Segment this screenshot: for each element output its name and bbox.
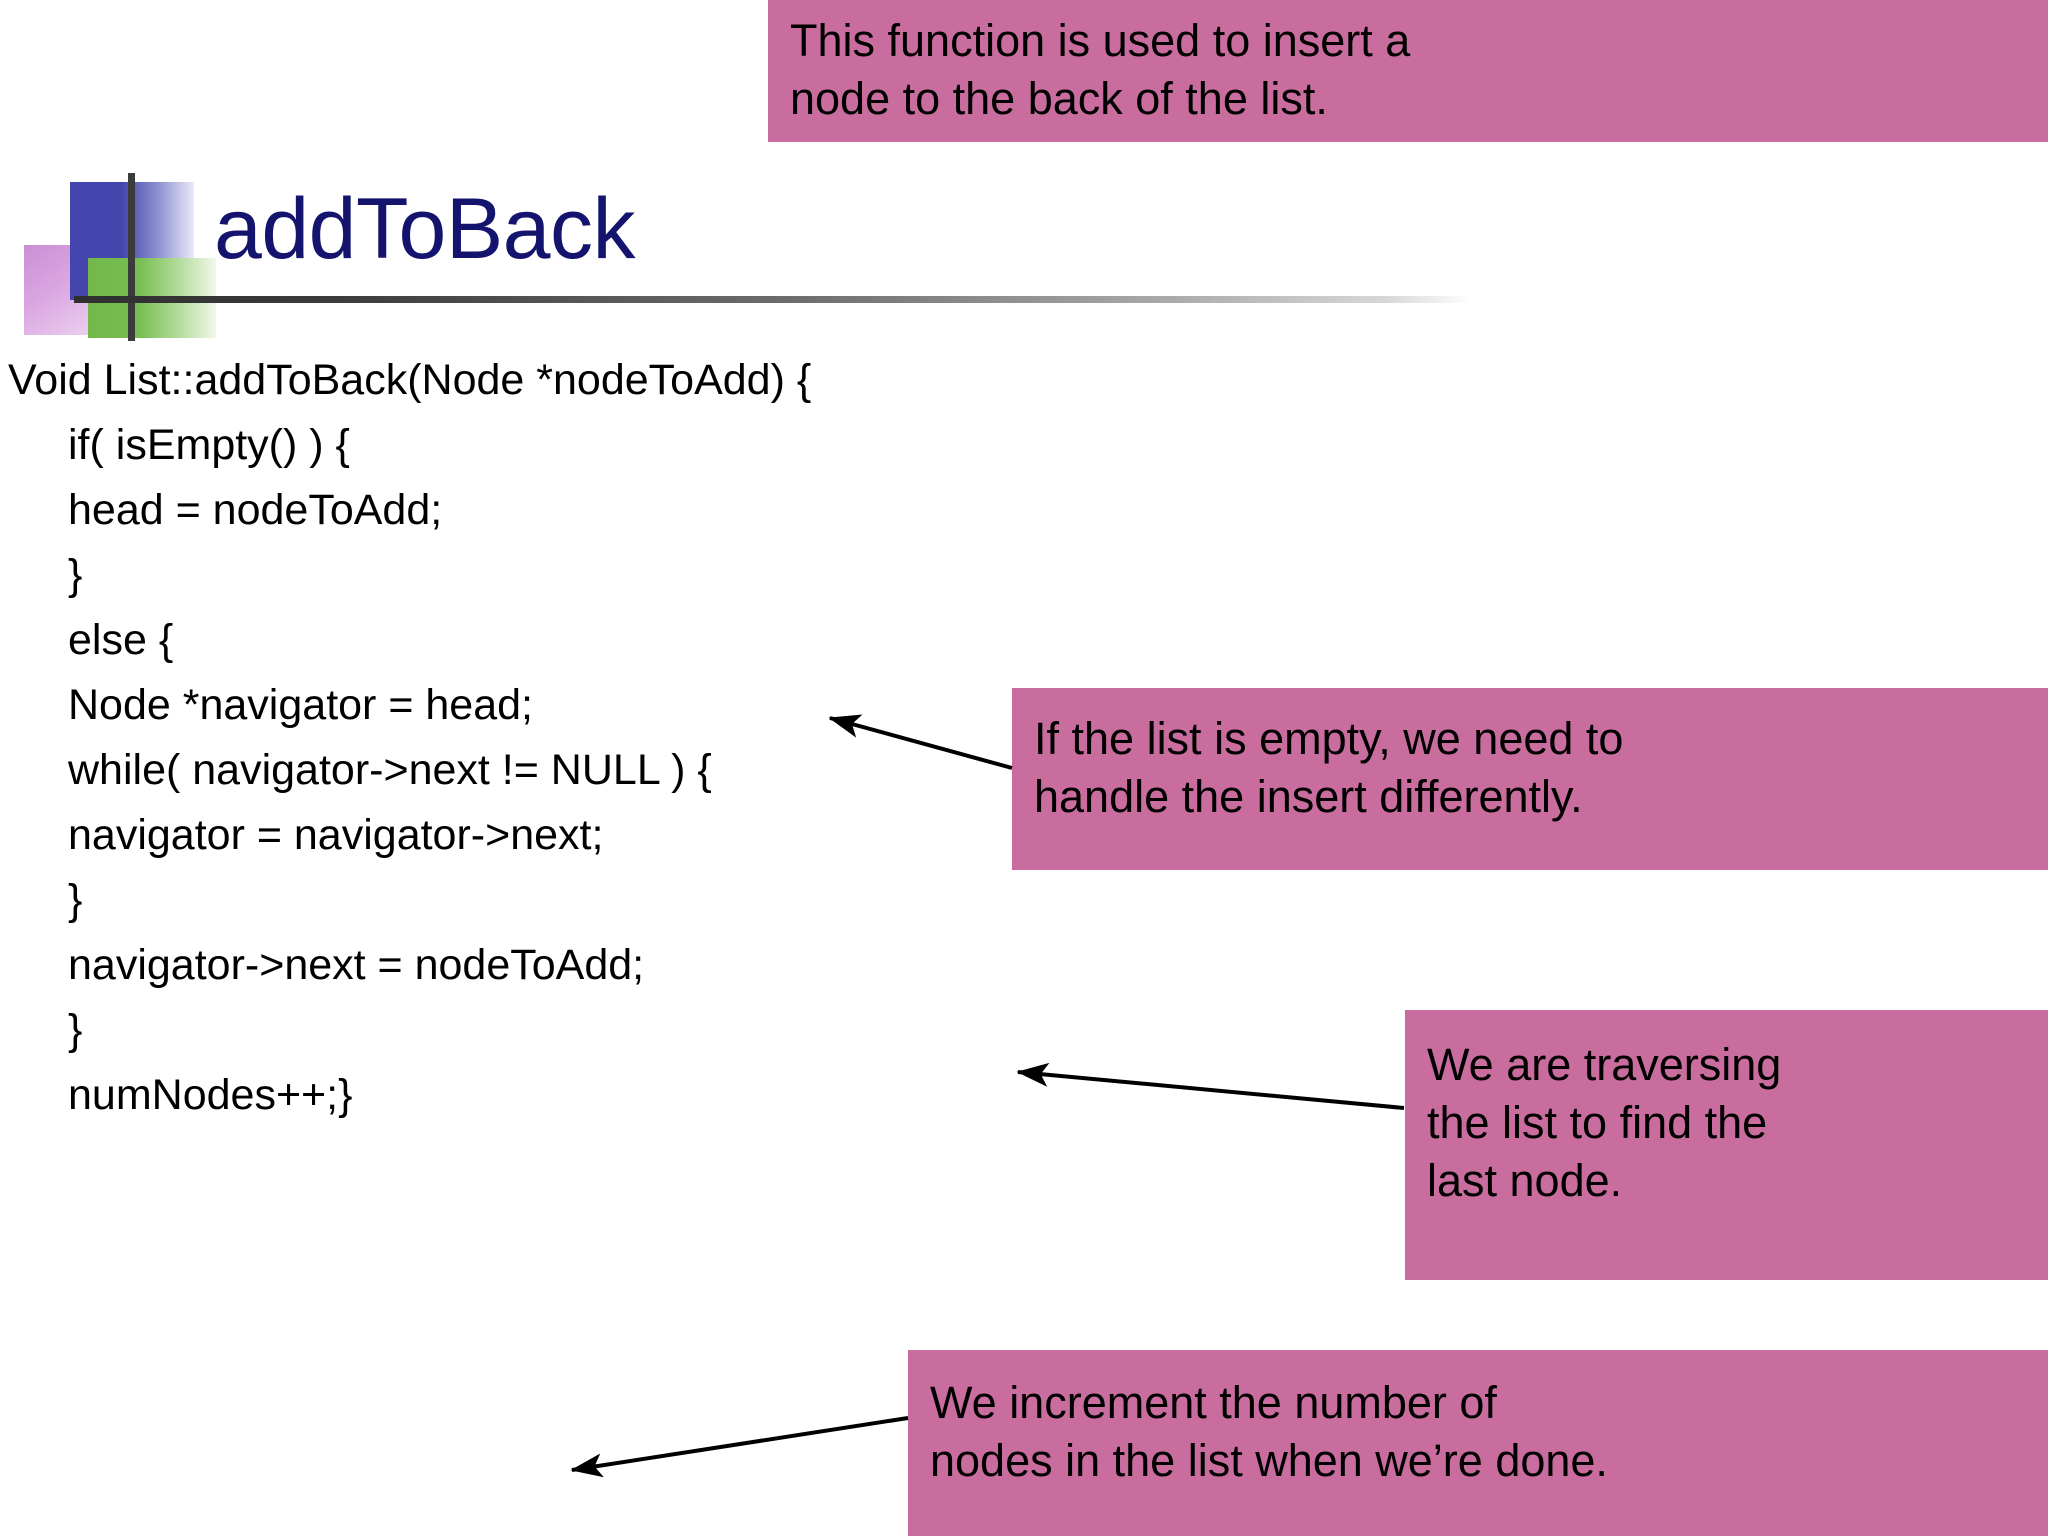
code-line: numNodes++;} (68, 1071, 353, 1119)
callout-line: This function is used to insert a (790, 15, 1411, 66)
callout-line: the list to find the (1427, 1097, 1768, 1148)
page-title: addToBack (214, 181, 636, 277)
callout-line: If the list is empty, we need to (1034, 713, 1624, 764)
callout-line: nodes in the list when we’re done. (930, 1435, 1608, 1486)
callout-line: We increment the number of (930, 1377, 1497, 1428)
code-line: Node *navigator = head; (68, 681, 533, 729)
callout-box-description: This function is used to insert a node t… (768, 0, 2048, 142)
code-line: else { (68, 616, 174, 664)
decoration-vertical-line (128, 173, 135, 341)
code-block: Void List::addToBack(Node *nodeToAdd) { … (8, 348, 812, 1128)
code-line: } (68, 1006, 83, 1054)
code-line: } (68, 551, 83, 599)
callout-line: handle the insert differently. (1034, 771, 1583, 822)
callout-box-increment: We increment the number of nodes in the … (908, 1350, 2048, 1536)
code-line: while( navigator->next != NULL ) { (68, 746, 712, 794)
callout-line: last node. (1427, 1155, 1623, 1206)
arrow-to-traversal-loop (1016, 1062, 1405, 1110)
callout-line: We are traversing (1427, 1039, 1782, 1090)
arrow-to-empty-check (828, 714, 1013, 770)
code-line: } (68, 876, 83, 924)
decoration-horizontal-rule (74, 296, 1472, 303)
code-line: if( isEmpty() ) { (68, 421, 350, 469)
code-line: navigator->next = nodeToAdd; (68, 941, 645, 989)
callout-box-empty-case: If the list is empty, we need to handle … (1012, 688, 2048, 870)
callout-line: node to the back of the list. (790, 73, 1328, 124)
code-line: navigator = navigator->next; (68, 811, 604, 859)
callout-box-traversal: We are traversing the list to find the l… (1405, 1010, 2048, 1280)
code-line: head = nodeToAdd; (68, 486, 443, 534)
arrow-to-increment (570, 1416, 909, 1478)
code-line: Void List::addToBack(Node *nodeToAdd) { (8, 356, 812, 404)
